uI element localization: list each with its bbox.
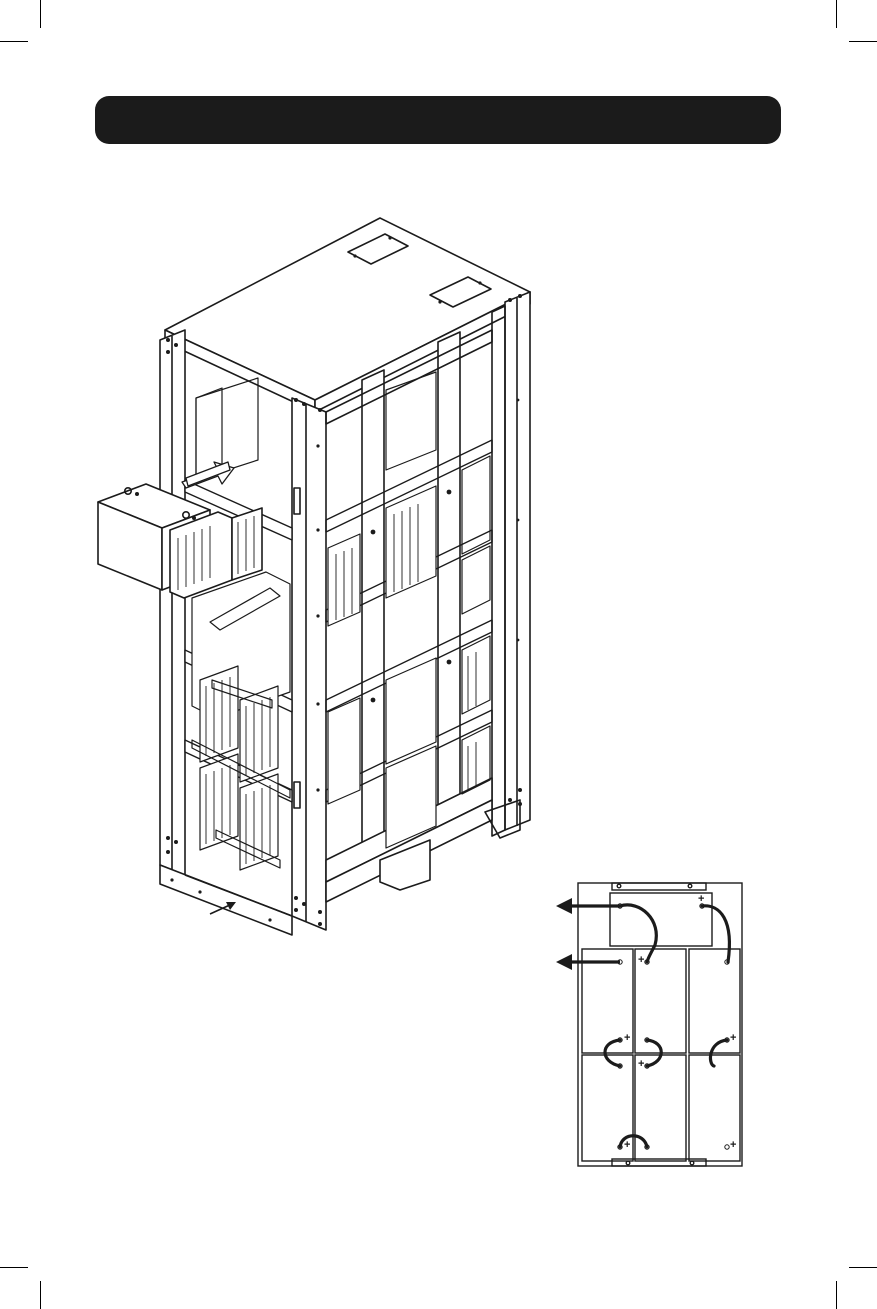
terminal-labels: + + + + + + +: [0, 0, 877, 1309]
